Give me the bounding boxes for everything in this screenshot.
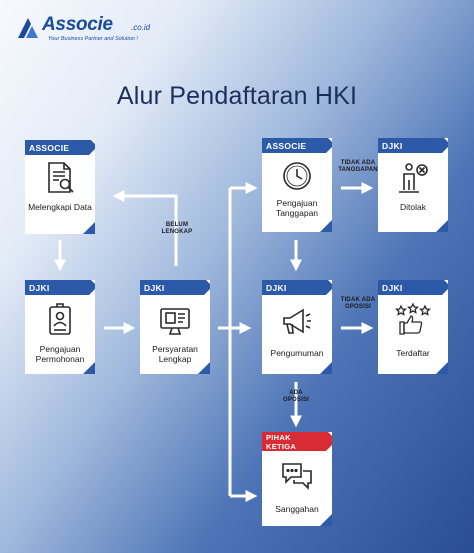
node-ditolak: DJKI Ditolak (378, 138, 448, 232)
edge-label-belum-lengkap: BELUM LENGKAP (161, 222, 193, 235)
clock-icon (283, 162, 311, 190)
node-label: Sanggahan (275, 504, 319, 514)
arrow-belum-lengkap (112, 190, 178, 266)
node-tag: DJKI (29, 283, 50, 293)
node-label: Melengkapi Data (28, 202, 92, 212)
node-tag: DJKI (144, 283, 165, 293)
node-pengajuan-permohonan: DJKI Pengajuan Permohonan (25, 280, 95, 374)
node-terdaftar: DJKI Terdaftar (378, 280, 448, 374)
node-pengajuan-tanggapan: ASSOCIE Pengajuan Tanggapan (262, 138, 332, 232)
page-title: Alur Pendaftaran HKI (116, 82, 358, 110)
rejected-person-icon (399, 163, 428, 193)
node-sanggahan: PIHAK KETIGA Sanggahan (262, 432, 332, 526)
node-tag: DJKI (266, 283, 287, 293)
edge-label-tidak-ada-tanggapan: TIDAK ADA TANGGAPAN (338, 160, 378, 173)
node-label: Pengumuman (270, 348, 324, 358)
associe-logo-icon (18, 18, 38, 38)
edge-label-tidak-ada-oposisi: TIDAK ADA OPOSISI (340, 297, 376, 310)
node-label: Ditolak (400, 202, 426, 212)
node-label: Terdaftar (396, 348, 430, 358)
node-pengumuman: DJKI Pengumuman (262, 280, 332, 374)
node-tag: PIHAK KETIGA (266, 433, 297, 451)
node-label: Pengajuan Tanggapan (275, 198, 319, 218)
node-label: Pengajuan Permohonan (35, 344, 85, 364)
megaphone-icon (283, 308, 311, 334)
node-tag: DJKI (382, 141, 403, 151)
brand-suffix: .co.id (131, 23, 151, 32)
computer-monitor-icon (160, 308, 190, 335)
chat-bubbles-icon (282, 463, 312, 490)
node-melengkapi-data: ASSOCIE Melengkapi Data (25, 140, 95, 234)
id-badge-icon (49, 303, 71, 335)
star-rating-icon (395, 302, 431, 335)
node-persyaratan-lengkap: DJKI Persyaratan Lengkap (140, 280, 210, 374)
node-tag: ASSOCIE (29, 143, 70, 153)
brand-logo: Associe .co.id Your Business Partner and… (16, 14, 166, 46)
document-search-icon (48, 162, 74, 193)
node-label: Persyaratan Lengkap (152, 344, 198, 364)
edge-label-ada-oposisi: ADA OPOSISI (282, 390, 310, 403)
brand-name: Associe (42, 14, 113, 35)
brand-tagline: Your Business Partner and Solution ! (48, 36, 138, 42)
node-tag: ASSOCIE (266, 141, 307, 151)
node-tag: DJKI (382, 283, 403, 293)
